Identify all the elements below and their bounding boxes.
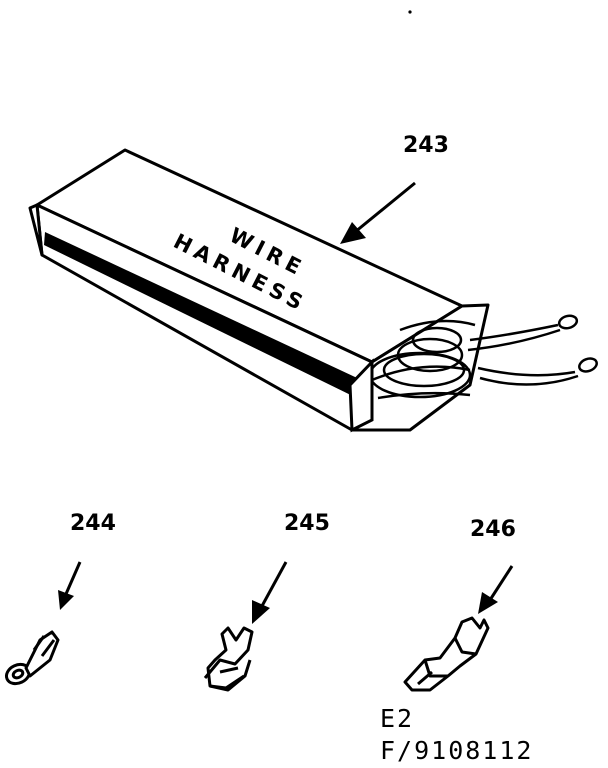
box-shadow xyxy=(44,232,370,402)
ring-terminal xyxy=(578,357,598,373)
speck-mark xyxy=(408,10,412,14)
callout-244: 244 xyxy=(70,511,116,536)
figure-code-line-2: F/9108112 xyxy=(380,736,534,765)
arrow-245 xyxy=(252,561,288,624)
box-open-flap-edge xyxy=(348,358,374,433)
wire-coil xyxy=(399,319,476,332)
quick-connect-terminal-246 xyxy=(403,616,490,692)
wire-coil xyxy=(411,326,463,354)
callout-246: 246 xyxy=(470,517,516,542)
figure-code-line-1: E2 xyxy=(380,704,415,733)
wire-lead xyxy=(479,374,579,386)
wire-coil xyxy=(396,337,464,373)
arrow-244 xyxy=(58,561,82,610)
coiled-wires xyxy=(368,319,476,400)
wire-lead xyxy=(469,323,559,342)
wire-lead xyxy=(477,366,576,377)
wire-coil xyxy=(377,391,471,400)
wire-coil xyxy=(371,365,471,382)
ring-terminal-244 xyxy=(4,630,60,686)
spade-terminal-245 xyxy=(203,626,254,692)
wire-leads xyxy=(467,314,598,386)
wire-lead xyxy=(467,328,561,352)
box-end-face xyxy=(28,203,44,257)
arrow-246 xyxy=(478,565,514,614)
callout-243: 243 xyxy=(403,133,449,158)
ring-terminal xyxy=(557,314,579,330)
callout-245: 245 xyxy=(284,511,330,536)
arrow-243 xyxy=(340,181,416,244)
